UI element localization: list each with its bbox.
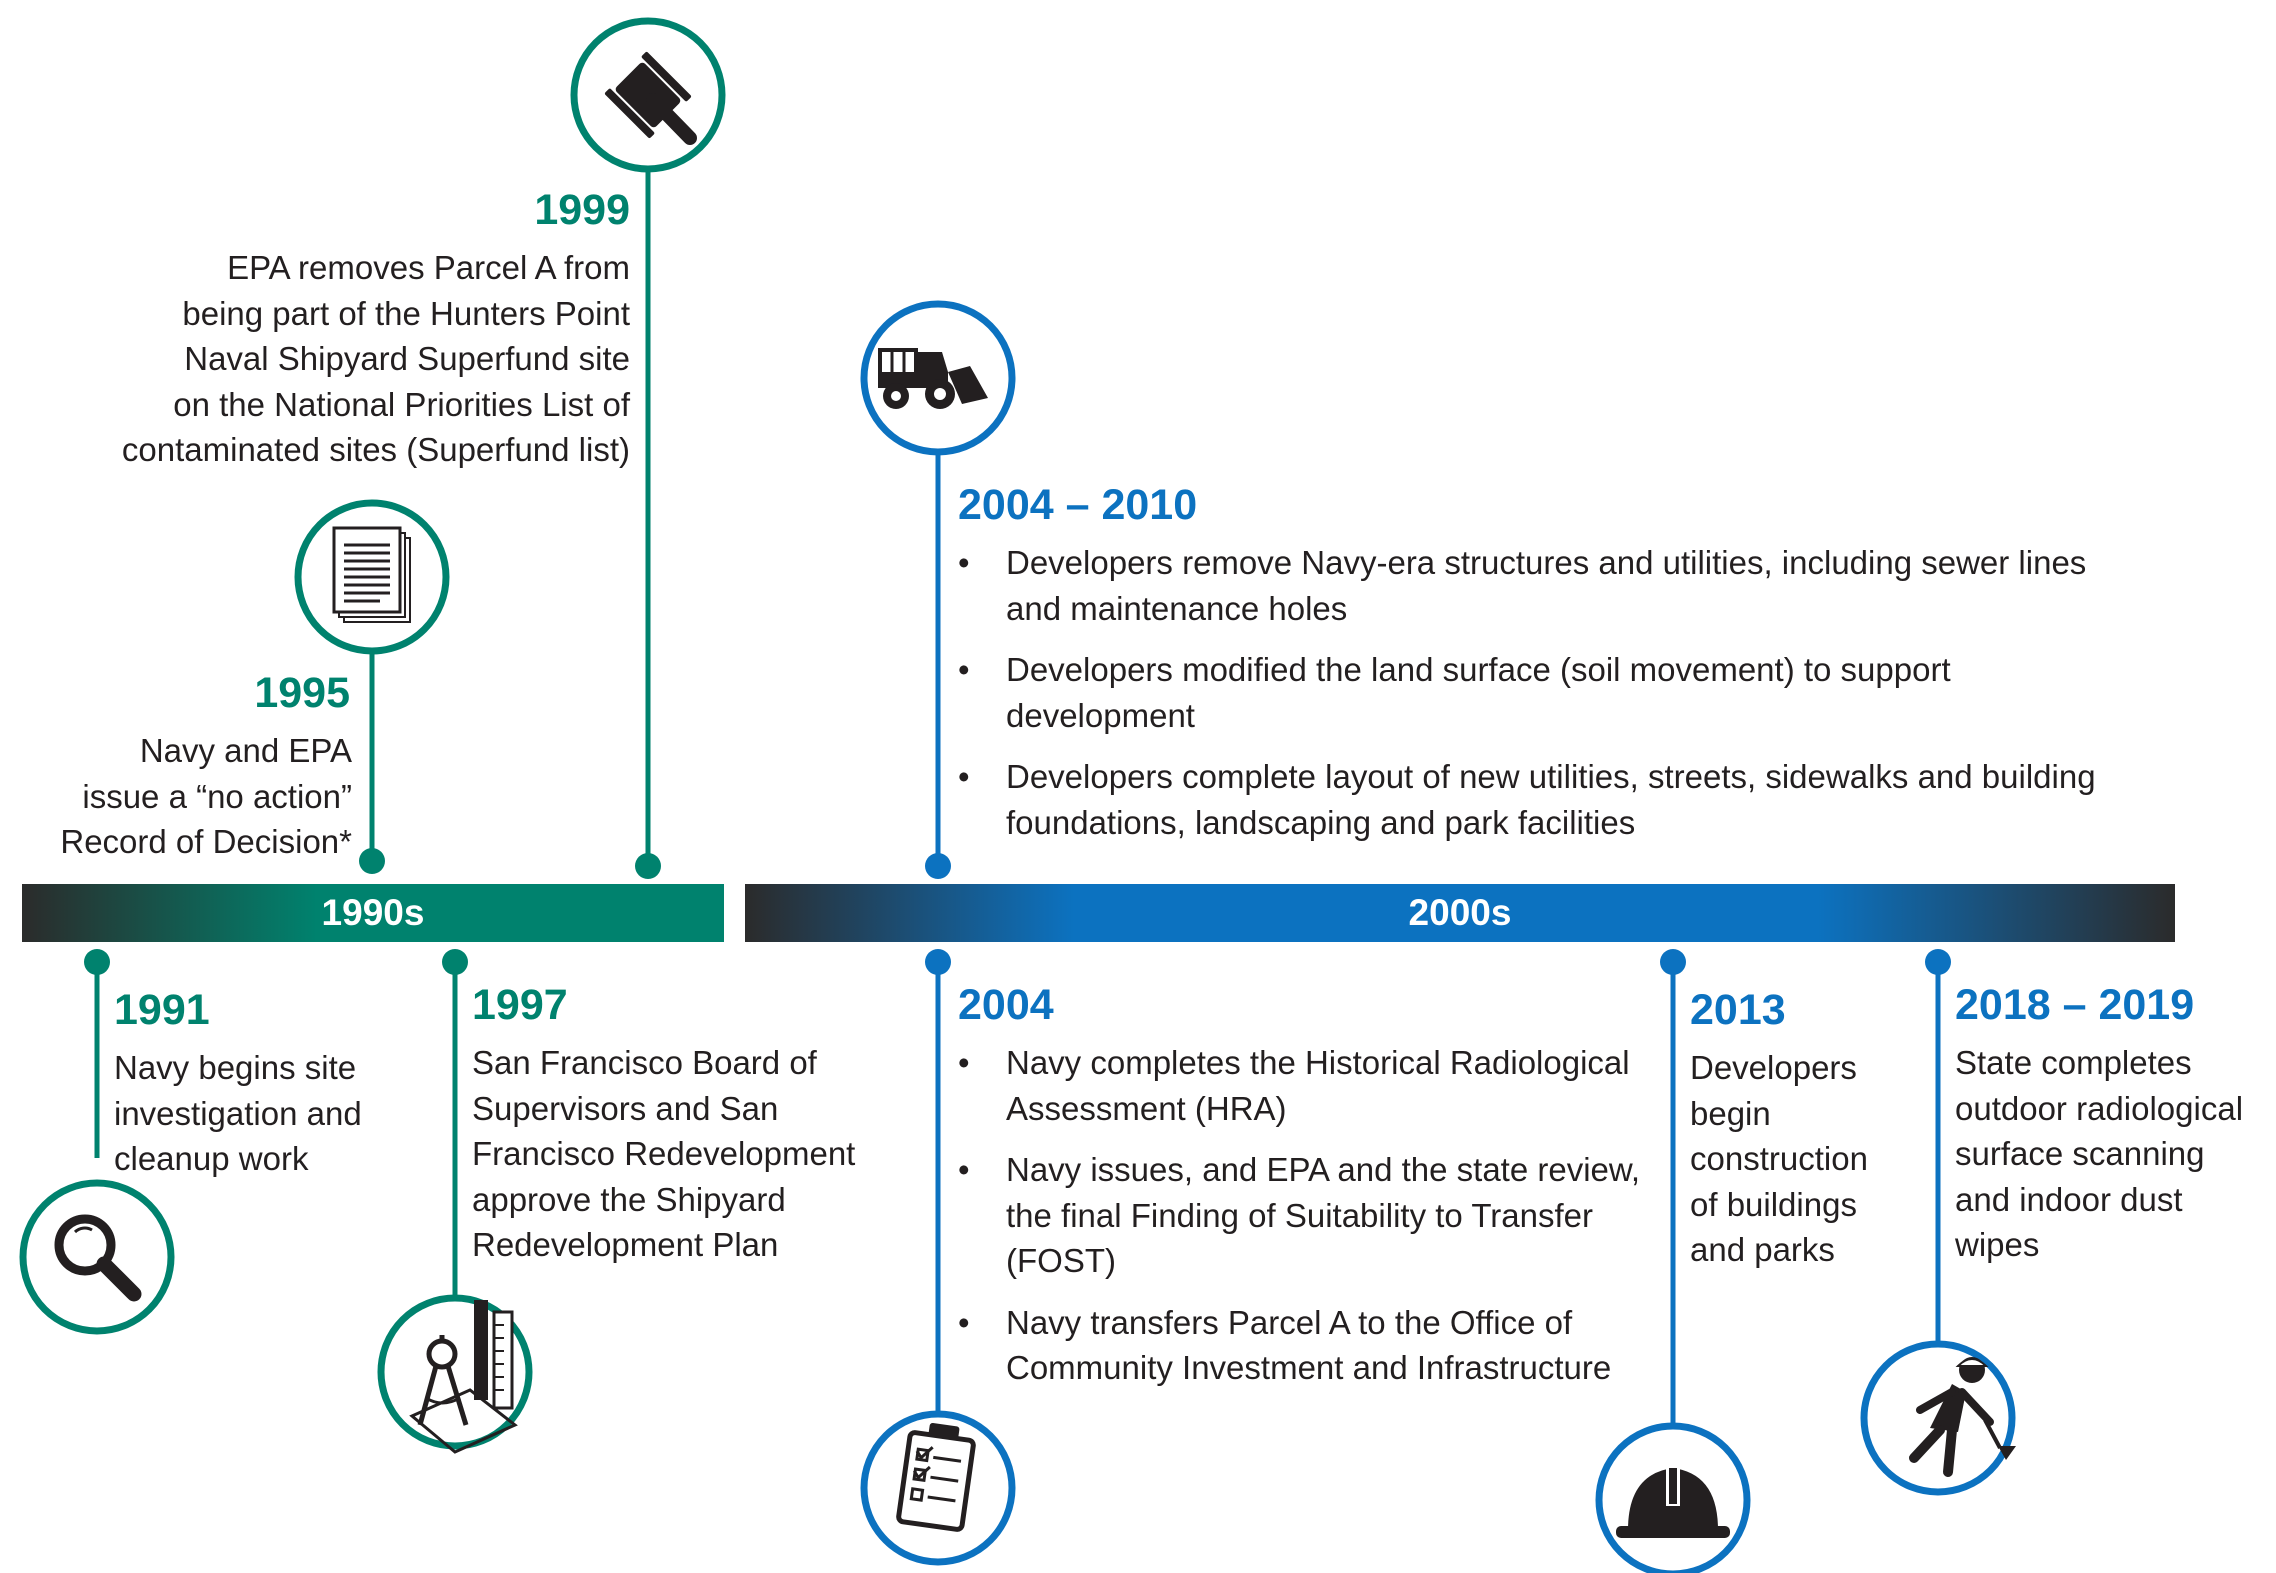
event-desc-2018-2019: State completes outdoor radiological sur… (1955, 1044, 2244, 1263)
event-year-1997: 1997 (472, 981, 568, 1029)
event-desc-1999: EPA removes Parcel A from being part of … (121, 249, 630, 468)
bar-label-2000s: 2000s (1408, 892, 1512, 933)
bullet-item: •Navy issues, and EPA and the state revi… (958, 1151, 1641, 1279)
event-year-2018-2019: 2018 – 2019 (1955, 981, 2195, 1029)
drafting-tools-icon (377, 1294, 533, 1454)
marker-dot-1999 (635, 853, 661, 879)
gavel-icon (570, 17, 726, 173)
bullet-item: •Navy completes the Historical Radiologi… (958, 1044, 1630, 1127)
marker-dot-2004-2010 (925, 853, 951, 879)
marker-dot-2004 (925, 949, 951, 975)
event-bullets-2004-2010: •Developers remove Navy-era structures a… (958, 540, 2096, 861)
event-desc-1991: Navy begins site investigation and clean… (114, 1049, 362, 1177)
bullet-item: •Developers complete layout of new utili… (958, 758, 2096, 841)
marker-dot-1997 (442, 949, 468, 975)
bulldozer-icon (860, 300, 1016, 456)
bullet-item: •Navy transfers Parcel A to the Office o… (958, 1303, 1612, 1387)
marker-dot-1991 (84, 949, 110, 975)
event-year-1995: 1995 (254, 669, 350, 717)
event-desc-1995: Navy and EPA issue a “no action” Record … (60, 732, 352, 860)
magnifying-glass-icon (19, 1179, 175, 1335)
timeline-bar-1990s (22, 884, 724, 942)
bullet-item: •Developers modified the land surface (s… (958, 651, 1951, 734)
event-year-2013: 2013 (1690, 986, 1786, 1034)
marker-dot-2013 (1660, 949, 1686, 975)
event-desc-1997: San Francisco Board of Supervisors and S… (472, 1044, 856, 1263)
bar-label-1990s: 1990s (321, 892, 425, 933)
event-desc-2013: Developers begin construction of buildin… (1690, 1049, 1868, 1268)
document-icon (294, 499, 450, 655)
event-year-1999: 1999 (534, 186, 630, 234)
timeline-bar-2000s (745, 884, 2175, 942)
event-bullets-2004: •Navy completes the Historical Radiologi… (958, 1040, 1640, 1407)
marker-dot-1995 (359, 848, 385, 874)
clipboard-checklist-icon (860, 1410, 1016, 1566)
bullet-item: •Developers remove Navy-era structures a… (958, 544, 2087, 627)
hard-hat-icon (1595, 1422, 1751, 1573)
event-year-2004: 2004 (958, 981, 1054, 1029)
worker-shovel-icon (1860, 1340, 2016, 1496)
event-year-1991: 1991 (114, 986, 210, 1034)
event-year-2004-2010: 2004 – 2010 (958, 481, 1198, 529)
marker-dot-2018 (1925, 949, 1951, 975)
